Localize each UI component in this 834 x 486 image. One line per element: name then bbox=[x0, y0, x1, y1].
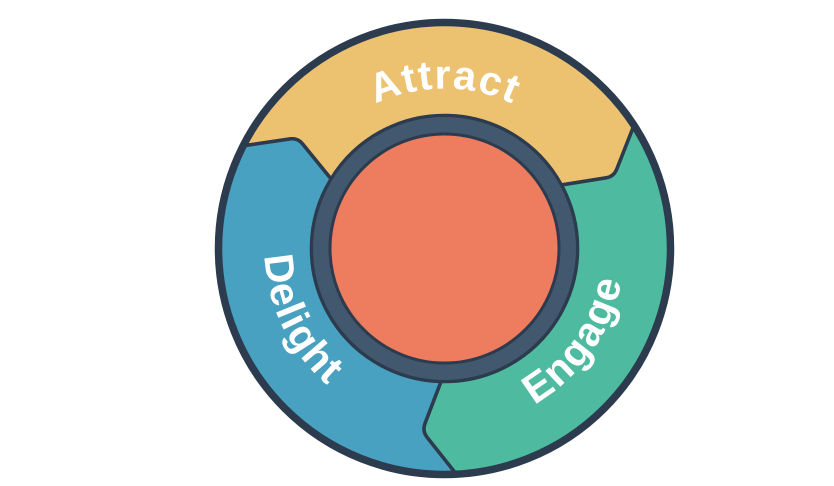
inner-ring bbox=[311, 115, 578, 382]
inner-ring-outline bbox=[310, 114, 579, 383]
outer-rim-circle bbox=[214, 18, 675, 479]
hub-circle bbox=[328, 132, 561, 365]
